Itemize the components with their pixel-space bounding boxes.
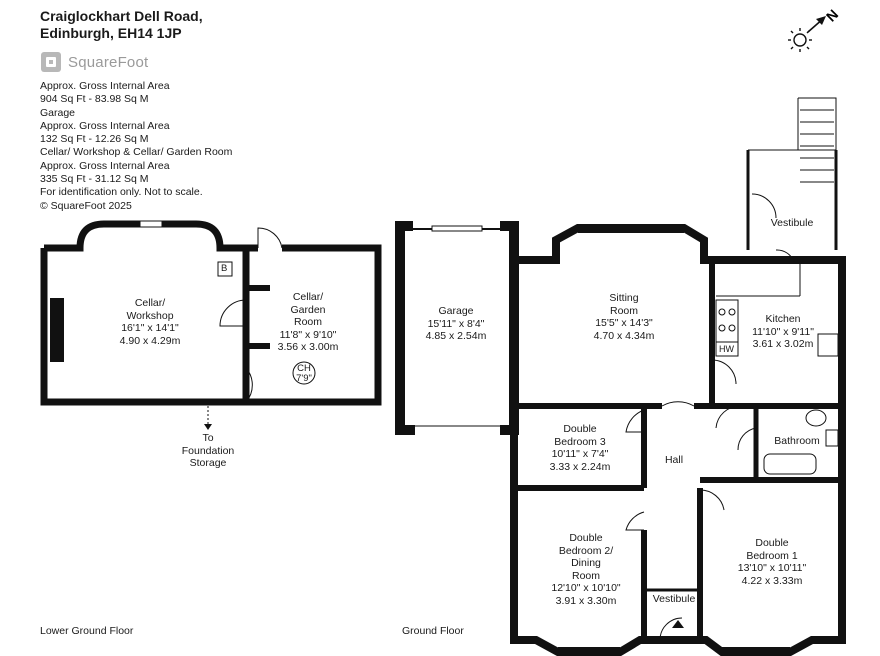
area-info-line: Approx. Gross Internal Area [40,119,170,132]
area-info-line: For identification only. Not to scale. [40,186,203,199]
room-hall: Hall [664,454,684,466]
hw-label: HW [719,344,734,354]
area-info-line: Approx. Gross Internal Area [40,159,170,172]
room-bathroom: Bathroom [774,435,820,447]
room-sitting: Sitting Room 15'5" x 14'3" 4.70 x 4.34m [593,292,655,342]
boiler-label: B [221,263,228,274]
area-info-line: © SquareFoot 2025 [40,199,132,212]
address-line-2: Edinburgh, EH14 1JP [40,25,182,41]
area-info: Approx. Gross Internal Area 904 Sq Ft - … [40,80,232,213]
squarefoot-logo: SquareFoot [40,50,148,74]
ch-label: CH 7'9" [296,363,312,384]
area-info-line: Garage [40,106,76,119]
room-bedroom-3: Double Bedroom 3 10'11" x 7'4" 3.33 x 2.… [549,423,611,473]
room-garage: Garage 15'11" x 8'4" 4.85 x 2.54m [425,305,487,342]
north-arrow-icon [807,16,826,33]
room-bedroom-2: Double Bedroom 2/ Dining Room 12'10" x 1… [551,532,621,607]
squarefoot-logo-icon [41,52,61,72]
room-bedroom-1: Double Bedroom 1 13'10" x 10'11" 4.22 x … [737,537,807,587]
lower-ground-floor-plan [40,220,382,430]
area-info-line: Cellar/ Workshop & Cellar/ Garden Room [40,146,233,159]
foundation-storage-label: To Foundation Storage [181,432,235,469]
room-vestibule-bottom: Vestibule [652,593,696,605]
area-info-line: 335 Sq Ft - 31.12 Sq M [40,173,149,186]
ground-floor-plan [395,97,846,656]
compass-sun-icon [788,28,812,52]
logo-text: SquareFoot [68,53,149,71]
floor-label-ground: Ground Floor [402,625,464,637]
area-info-line: 132 Sq Ft - 12.26 Sq M [40,133,149,146]
floor-label-lower: Lower Ground Floor [40,625,134,637]
room-kitchen: Kitchen 11'10" x 9'11" 3.61 x 3.02m [752,313,814,350]
room-vestibule-top: Vestibule [770,217,814,229]
room-cellar-workshop: Cellar/ Workshop 16'1" x 14'1" 4.90 x 4.… [119,297,181,347]
area-info-line: 904 Sq Ft - 83.98 Sq M [40,93,149,106]
area-info-line: Approx. Gross Internal Area [40,80,170,92]
address-line-1: Craiglockhart Dell Road, [40,8,203,24]
room-cellar-garden: Cellar/ Garden Room 11'8" x 9'10" 3.56 x… [277,291,339,353]
compass-label: N [823,6,841,24]
entrance-arrow-icon [672,620,684,628]
